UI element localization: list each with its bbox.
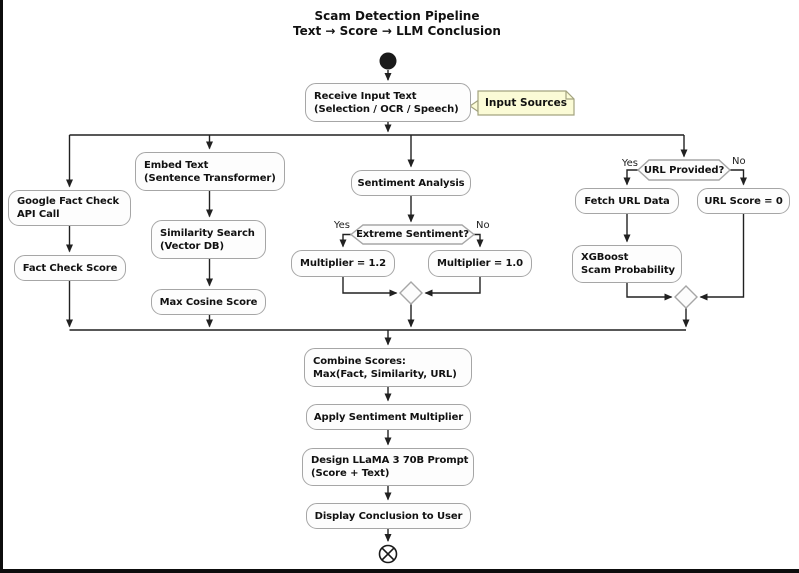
diagram-title: Scam Detection Pipeline Text → Score → L… xyxy=(247,9,547,39)
node-multiplier-1-0: Multiplier = 1.0 xyxy=(428,250,532,277)
node-multiplier-1-2: Multiplier = 1.2 xyxy=(291,250,395,277)
node-display-conclusion: Display Conclusion to User xyxy=(306,503,471,529)
node-google-fact-check: Google Fact Check API Call xyxy=(8,190,131,226)
node-design-llama-prompt: Design LLaMA 3 70B Prompt (Score + Text) xyxy=(302,448,474,486)
node-url-score-0: URL Score = 0 xyxy=(697,188,790,214)
window-frame-left xyxy=(0,0,3,573)
node-label: Similarity Search xyxy=(160,227,255,239)
node-xgboost-scam-probability: XGBoost Scam Probability xyxy=(572,245,682,283)
edge-mult10-to-merge xyxy=(424,277,481,297)
edge-urlscore-to-merge xyxy=(699,214,745,301)
node-label: (Sentence Transformer) xyxy=(144,172,276,184)
edge-label-yes: Yes xyxy=(621,158,638,169)
merge-diamond-sentiment xyxy=(399,281,423,305)
node-label: Scam Probability xyxy=(581,265,675,276)
title-line-1: Scam Detection Pipeline xyxy=(314,9,480,23)
edge-yes-to-fetch xyxy=(623,169,638,186)
decision-extreme-sentiment-label: Extreme Sentiment? xyxy=(356,229,469,240)
node-sentiment-analysis: Sentiment Analysis xyxy=(351,170,471,196)
node-label: (Score + Text) xyxy=(311,468,390,479)
node-label: Google Fact Check xyxy=(17,196,120,207)
end-node xyxy=(378,544,398,564)
decision-url-provided-shape xyxy=(636,159,732,181)
node-label: XGBoost xyxy=(581,252,629,263)
node-label: API Call xyxy=(17,209,60,220)
node-similarity-search: Similarity Search (Vector DB) xyxy=(151,220,266,259)
edge-yes-to-mult12 xyxy=(339,233,351,248)
edges xyxy=(66,70,747,542)
edge-no-to-mult10 xyxy=(474,233,484,248)
node-label: Max(Fact, Similarity, URL) xyxy=(313,368,457,380)
edge-no-to-urlscore xyxy=(730,169,747,186)
node-receive-input-text: Receive Input Text (Selection / OCR / Sp… xyxy=(305,83,471,122)
node-max-cosine-score: Max Cosine Score xyxy=(151,289,266,315)
note-input-sources: Input Sources xyxy=(484,97,568,109)
node-combine-scores: Combine Scores: Max(Fact, Similarity, UR… xyxy=(304,348,472,387)
edge-label-no: No xyxy=(476,220,490,231)
node-label: Receive Input Text xyxy=(314,90,417,102)
start-node xyxy=(379,52,397,70)
edge-xgboost-to-merge xyxy=(626,283,673,301)
note-shape xyxy=(468,90,575,116)
node-apply-sentiment-multiplier: Apply Sentiment Multiplier xyxy=(306,404,471,430)
edge-mult12-to-merge xyxy=(342,277,398,297)
decision-url-provided-label: URL Provided? xyxy=(643,164,725,176)
node-fetch-url-data: Fetch URL Data xyxy=(575,188,679,214)
decision-extreme-sentiment-shape xyxy=(349,224,476,245)
note-fold-corner xyxy=(565,91,574,100)
edge-label-no: No xyxy=(732,156,746,167)
node-embed-text: Embed Text (Sentence Transformer) xyxy=(135,152,285,191)
node-label: Design LLaMA 3 70B Prompt xyxy=(311,455,469,466)
node-label: (Selection / OCR / Speech) xyxy=(314,103,459,115)
node-label: Combine Scores: xyxy=(313,355,406,367)
node-label: Embed Text xyxy=(144,159,209,171)
node-fact-check-score: Fact Check Score xyxy=(14,255,126,281)
merge-diamond-url xyxy=(674,285,698,309)
title-line-2: Text → Score → LLM Conclusion xyxy=(293,24,501,38)
node-label: (Vector DB) xyxy=(160,240,224,252)
window-frame-bottom xyxy=(0,569,799,573)
edge-label-yes: Yes xyxy=(333,220,350,231)
